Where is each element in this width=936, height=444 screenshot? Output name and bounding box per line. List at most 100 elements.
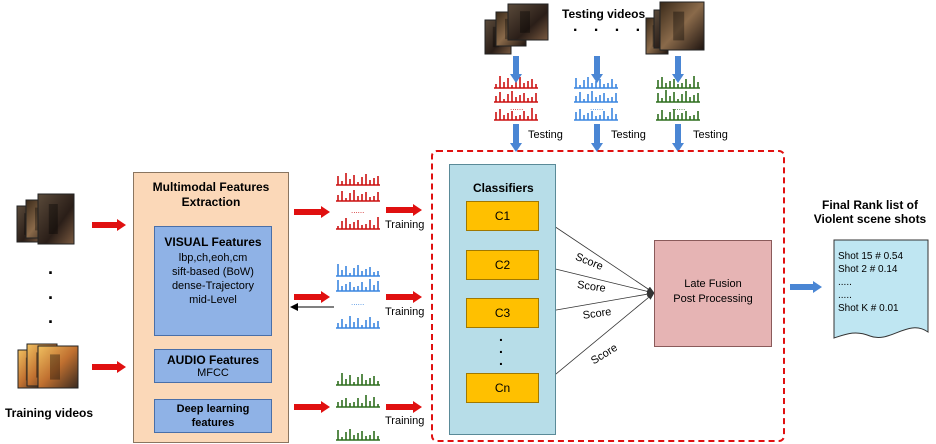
fusion-to-rank-arrow [790, 281, 822, 293]
histogram-row [336, 279, 380, 292]
video-frame-figure [673, 11, 685, 41]
video-frame [507, 3, 549, 41]
testing-arrow [510, 124, 522, 152]
late-fusion-line2: Post Processing [673, 293, 753, 305]
score-connector [538, 264, 655, 295]
deep-features-line2: features [191, 417, 235, 429]
training-arrow [386, 291, 422, 303]
training-clip-1 [16, 193, 75, 245]
training-label-1: Training [385, 219, 425, 231]
histogram-row [656, 90, 700, 103]
rank-entry: ..... [838, 277, 852, 288]
testing-label-2: Testing [611, 129, 646, 141]
final-rank-title-line1: Final Rank list of [821, 198, 918, 212]
late-fusion-box: Late Fusion Post Processing [654, 240, 772, 347]
histogram-ellipsis: ...... [351, 298, 364, 307]
classifier-cn: Cn [466, 373, 539, 403]
histogram-row [494, 91, 538, 103]
audio-features-line: MFCC [197, 367, 229, 379]
classification-region [431, 150, 785, 442]
classifier-c3: C3 [466, 298, 539, 328]
rank-entry: ..... [838, 290, 852, 301]
rank-entry: Shot 15 # 0.54 [838, 251, 904, 262]
training-videos-dot-3: . [48, 307, 54, 327]
histogram-row [336, 395, 380, 408]
training-videos-label: Training videos [5, 406, 94, 420]
histogram-row [574, 77, 618, 89]
training-clip-arrow [92, 219, 126, 231]
score-connector [538, 215, 655, 294]
visual-feature-line: sift-based (BoW) [172, 266, 254, 278]
deep-features-box: Deep learning features [154, 399, 272, 433]
testing-clip-arrow [510, 56, 522, 83]
video-frame-figure [520, 11, 530, 33]
histogram-row [336, 173, 380, 186]
score-connector [538, 292, 655, 389]
testing-clip-arrow [591, 56, 603, 83]
histogram-row [336, 316, 380, 329]
classifier-vertical-dots: ... [499, 328, 503, 368]
test-hist-green-dots: ...... [672, 103, 685, 112]
testing-arrow [672, 124, 684, 152]
deep-features-line1: Deep learning [176, 403, 250, 415]
training-videos-dot-2: . [48, 283, 54, 303]
histogram-row [336, 217, 380, 230]
testing-label-1: Testing [528, 129, 563, 141]
testing-clip-arrow [672, 56, 684, 83]
rank-entry: Shot K # 0.01 [838, 303, 899, 314]
training-clip-arrow [92, 361, 126, 373]
testing-clip-1 [484, 3, 549, 55]
audio-features-title: AUDIO Features [166, 353, 260, 367]
visual-feature-line: lbp,ch,eoh,cm [178, 252, 248, 264]
histogram-row [336, 429, 380, 441]
histogram-ellipsis: ...... [672, 103, 685, 112]
feature-to-hist-arrow [294, 401, 330, 413]
training-videos-dot-1: . [48, 258, 54, 278]
feature-extraction-title-line2: Extraction [181, 195, 241, 209]
testing-clip-3 [645, 1, 705, 55]
video-frame [659, 1, 705, 51]
classifiers-title: Classifiers [473, 181, 534, 195]
video-frame-figure [50, 354, 60, 380]
classifier-label: C2 [494, 258, 511, 272]
test-hist-red-dots: ...... [510, 103, 523, 112]
histogram-row [336, 264, 380, 277]
testing-label-3: Testing [693, 129, 728, 141]
video-frame-figure [48, 204, 58, 234]
training-arrow [386, 401, 422, 413]
video-frame [37, 345, 79, 389]
visual-features-box: VISUAL Features lbp,ch,eoh,cm sift-based… [154, 226, 272, 336]
final-rank-title-line2: Violent scene shots [813, 212, 927, 226]
feature-extraction-title-line1: Multimodal Features [152, 180, 270, 194]
classifier-label: Cn [494, 381, 511, 395]
histogram-row [574, 91, 618, 103]
late-fusion-line1: Late Fusion [684, 278, 742, 290]
classifier-label: C1 [494, 209, 511, 223]
testing-arrow [591, 124, 603, 152]
histogram-row [656, 109, 700, 121]
training-label-3: Training [385, 415, 425, 427]
classifier-c1: C1 [466, 201, 539, 231]
visual-feature-line: dense-Trajectory [171, 280, 255, 292]
training-label-2: Training [385, 306, 425, 318]
classifier-label: C3 [494, 306, 511, 320]
visual-features-title: VISUAL Features [164, 235, 262, 249]
testing-videos-ellipsis: . . . . [573, 18, 647, 35]
feature-extraction-panel: Multimodal Features Extraction VISUAL Fe… [133, 172, 289, 443]
histogram-row [494, 108, 538, 121]
rank-entry: Shot 2 # 0.14 [838, 264, 898, 275]
training-clip-2 [17, 343, 79, 389]
score-connector [538, 291, 655, 314]
histogram-ellipsis: ...... [590, 103, 603, 112]
histogram-row [656, 76, 700, 89]
audio-features-box: AUDIO Features MFCC [154, 349, 272, 383]
histogram-row [574, 108, 618, 121]
testing-videos-label: Testing videos [562, 7, 646, 21]
classifier-c2: C2 [466, 250, 539, 280]
feature-to-hist-arrow [294, 291, 330, 303]
histogram-ellipsis: ...... [351, 206, 364, 215]
histogram-row [336, 373, 380, 386]
training-arrow [386, 204, 422, 216]
